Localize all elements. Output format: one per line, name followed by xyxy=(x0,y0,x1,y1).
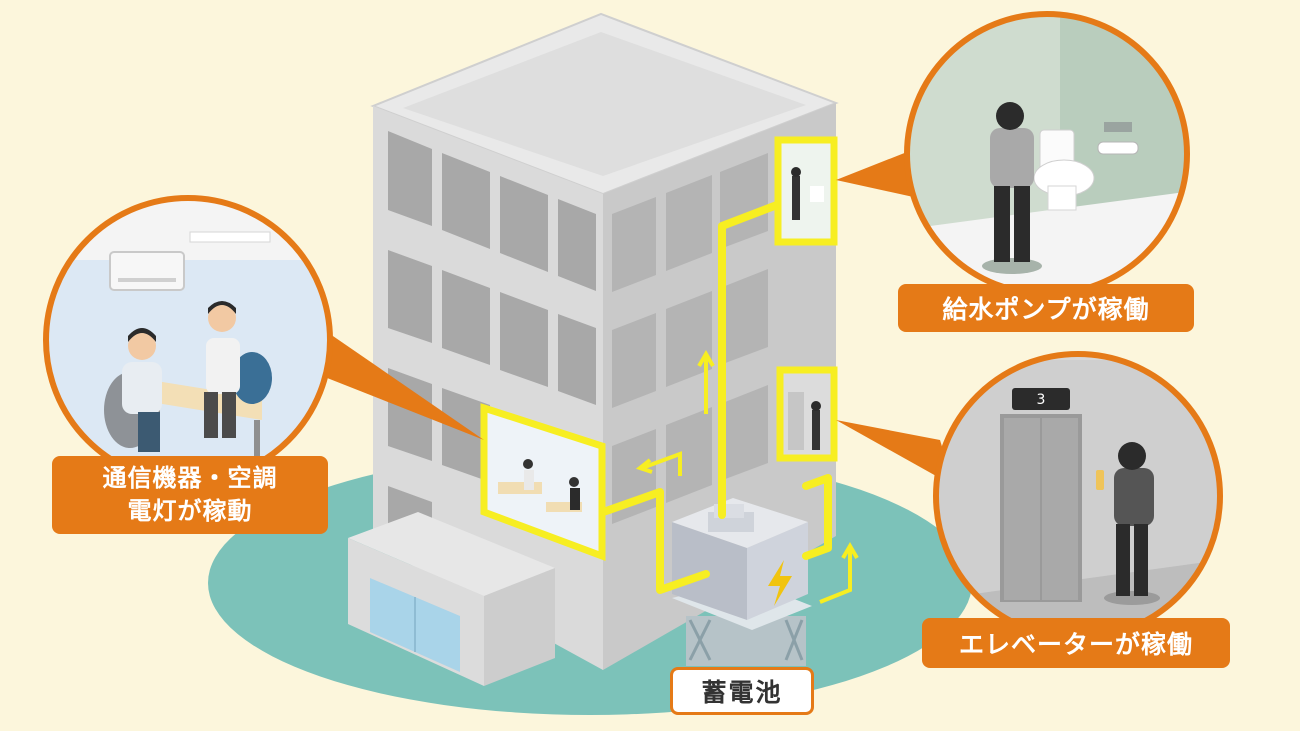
annex-roof xyxy=(348,512,555,596)
lightning-bolt-icon xyxy=(768,560,792,606)
right-face-windows xyxy=(612,153,768,524)
up-arrow-icon xyxy=(635,350,859,604)
office-equipment-label: 通信機器・空調 電灯が稼動 xyxy=(52,456,328,534)
room-elevator xyxy=(776,366,838,462)
elevator-floor-indicator: 3 xyxy=(1037,392,1046,408)
office-label-line2: 電灯が稼動 xyxy=(127,497,253,525)
water-pump-label: 給水ポンプが稼働 xyxy=(898,284,1194,332)
room-restroom xyxy=(774,136,838,246)
callout-pointer-pump xyxy=(836,150,918,198)
battery-label: 蓄電池 xyxy=(670,667,814,715)
restroom-callout-circle xyxy=(904,11,1190,297)
office-label-line1: 通信機器・空調 xyxy=(102,464,278,492)
elevator-callout-circle: 3 xyxy=(933,351,1223,641)
elevator-label: エレベーターが稼働 xyxy=(922,618,1230,668)
room-office xyxy=(480,403,606,562)
power-lines xyxy=(588,196,832,594)
office-callout-circle xyxy=(43,195,333,485)
left-face-windows xyxy=(388,131,596,540)
battery-unit xyxy=(672,498,812,666)
callout-pointer-elevator xyxy=(836,420,954,486)
callout-pointer-office xyxy=(312,334,484,440)
